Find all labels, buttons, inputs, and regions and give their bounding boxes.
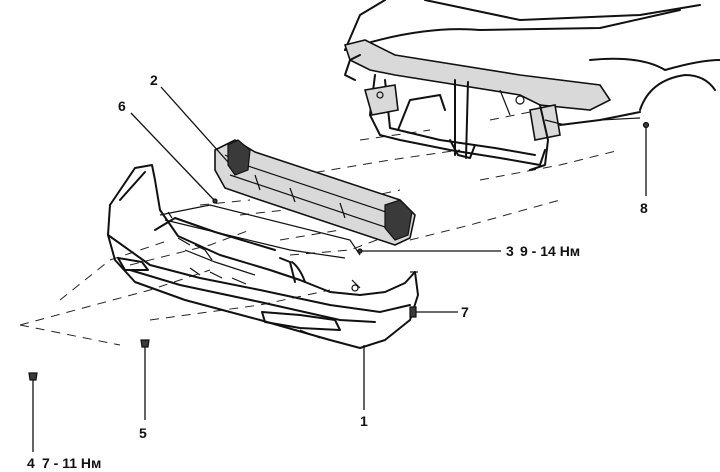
callout-labels: 1 2 3 9 - 14 Нм 4 7 - 11 Нм 5 6 7 8 bbox=[27, 72, 648, 471]
part-2-reinforcement-beam bbox=[214, 139, 416, 246]
callout-number-3: 3 bbox=[506, 243, 514, 259]
bolt-4-icon bbox=[28, 372, 38, 381]
callout-number-2: 2 bbox=[150, 72, 158, 88]
callout-number-5: 5 bbox=[139, 425, 147, 441]
leader-lines bbox=[32, 86, 647, 452]
vehicle-front-structure bbox=[343, 0, 720, 171]
clip-7-icon bbox=[409, 306, 417, 318]
screw-6-icon bbox=[212, 198, 218, 204]
clip-5-icon bbox=[140, 339, 150, 348]
callout-number-1: 1 bbox=[360, 413, 368, 429]
alignment-lines bbox=[19, 109, 621, 346]
callout-number-4: 4 bbox=[27, 455, 35, 471]
callout-number-7: 7 bbox=[461, 304, 469, 320]
callout-torque-4: 7 - 11 Нм bbox=[42, 455, 101, 471]
callout-number-8: 8 bbox=[640, 200, 648, 216]
fasteners bbox=[28, 121, 650, 381]
nut-3-icon bbox=[357, 248, 363, 254]
callout-torque-3: 9 - 14 Нм bbox=[520, 243, 580, 259]
callout-number-6: 6 bbox=[118, 98, 126, 114]
screw-8-icon bbox=[642, 121, 650, 129]
